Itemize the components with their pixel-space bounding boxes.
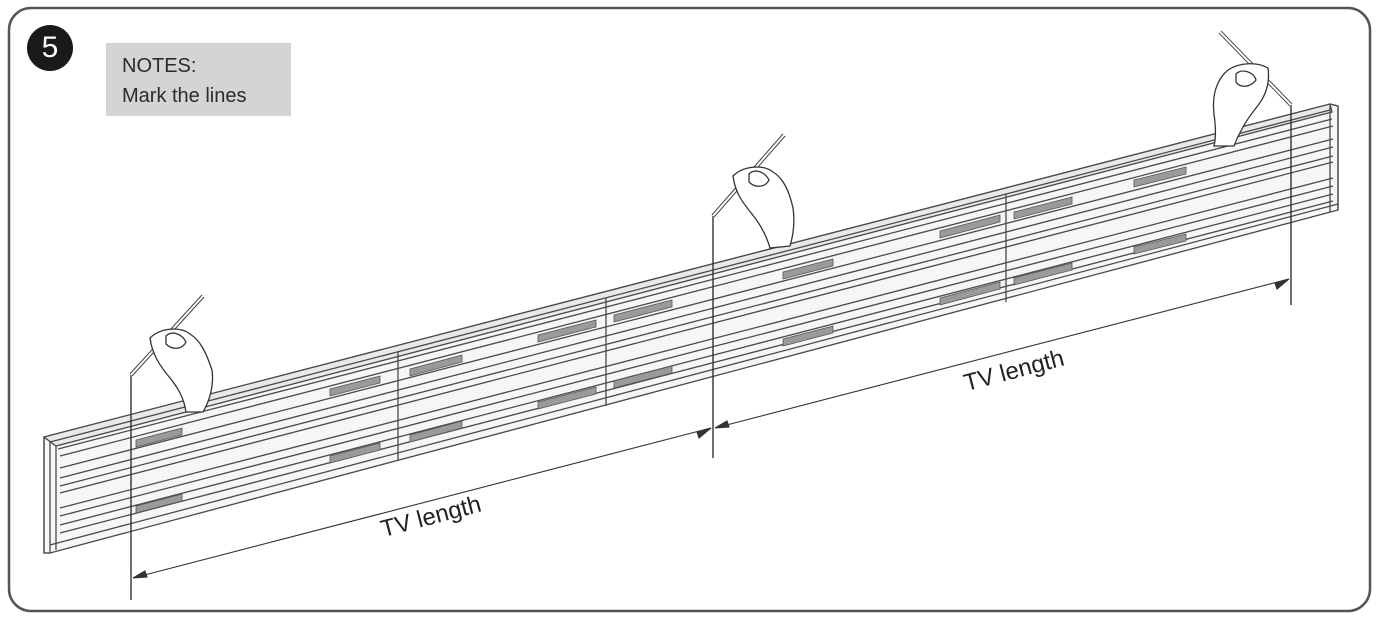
hand-with-pencil-icon <box>711 133 795 249</box>
hand-with-pencil-icon <box>1212 30 1293 147</box>
wall-rail-icon <box>42 103 1339 554</box>
diagram-frame <box>7 6 1372 613</box>
notes-title: NOTES: <box>122 55 197 77</box>
marking-lines <box>130 105 1292 600</box>
dimension-lines <box>132 278 1290 579</box>
notes-text: Mark the lines <box>122 85 247 107</box>
step-number-badge: 5 <box>27 25 73 71</box>
rail-slots <box>135 166 1187 514</box>
hand-with-pencil-icon <box>129 294 214 413</box>
notes-box: NOTES: Mark the lines <box>106 43 291 116</box>
